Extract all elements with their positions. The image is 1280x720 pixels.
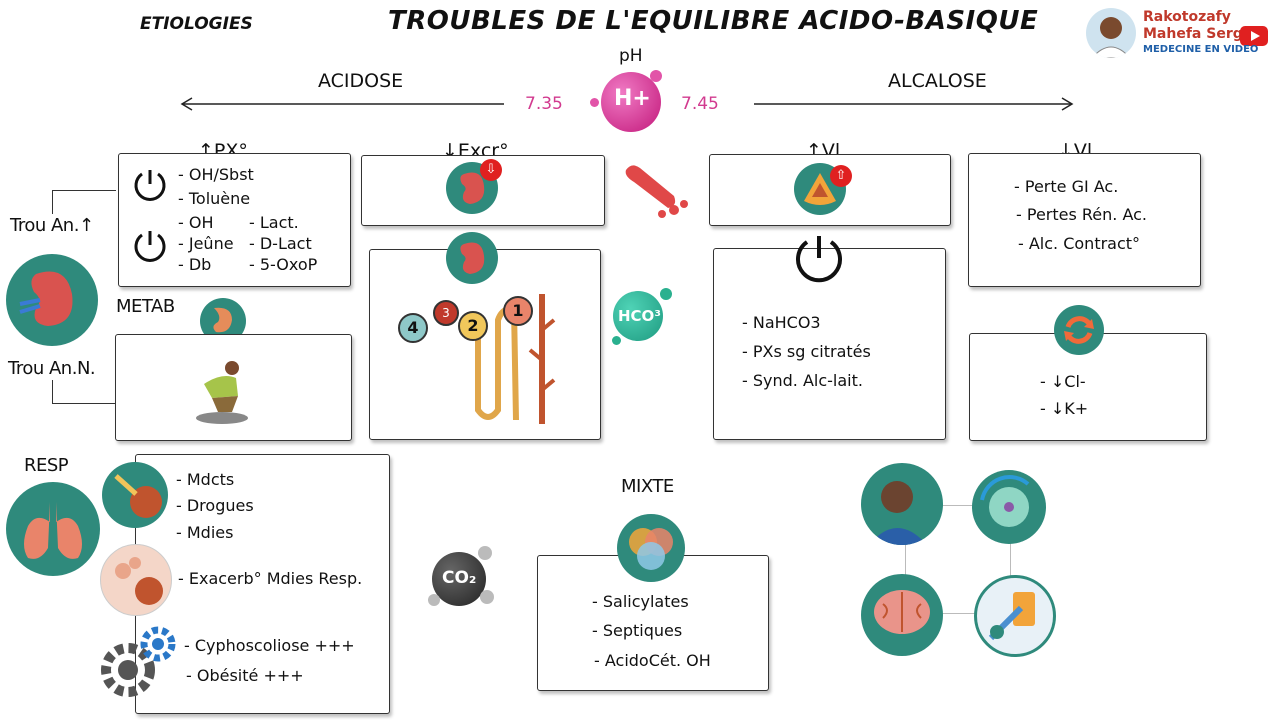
brain-icon xyxy=(861,574,943,656)
mixte-item: - AcidoCét. OH xyxy=(594,651,711,670)
etiologies-label: ETIOLOGIES xyxy=(140,14,253,34)
hco3-bubble xyxy=(660,288,672,300)
co2-label: CO₂ xyxy=(442,568,476,588)
connector xyxy=(52,190,116,191)
resp-item: - Obésité +++ xyxy=(186,666,304,685)
cl-k-item: - ↓Cl- xyxy=(1040,372,1086,391)
blood-vessel-icon xyxy=(622,160,694,222)
px-item: - Toluène xyxy=(178,189,250,208)
syringe-vial-icon xyxy=(974,575,1056,657)
resp-item: - Mdies xyxy=(176,523,233,542)
vl-up-item: - PXs sg citratés xyxy=(742,342,871,361)
nephron-marker-3: 3 xyxy=(433,300,459,326)
refresh-icon xyxy=(1054,305,1104,355)
mixte-label: MIXTE xyxy=(621,476,674,497)
nephron-marker-2: 2 xyxy=(458,311,488,341)
trou-an-up-label: Trou An.↑ xyxy=(10,215,94,236)
px-item: - D-Lact xyxy=(249,234,312,253)
marker-label: 4 xyxy=(407,318,418,337)
co2-bubble xyxy=(428,594,440,606)
resp-item: - Drogues xyxy=(176,496,254,515)
px-item: - OH/Sbst xyxy=(178,165,254,184)
h-ion-label: H+ xyxy=(614,86,651,111)
page-title: TROUBLES DE L'EQUILIBRE ACIDO-BASIQUE xyxy=(388,6,1038,36)
mixte-item: - Septiques xyxy=(592,621,682,640)
metab-label: METAB xyxy=(116,296,175,317)
resp-item: - Exacerb° Mdies Resp. xyxy=(178,569,362,588)
connector xyxy=(52,380,53,404)
trou-an-n-label: Trou An.N. xyxy=(8,358,95,379)
cell-cycle-icon xyxy=(972,470,1046,544)
resp-item: - Cyphoscoliose +++ xyxy=(184,636,355,655)
connector xyxy=(52,403,116,404)
marker-label: 2 xyxy=(467,316,478,335)
vl-down-item: - Pertes Rén. Ac. xyxy=(1016,205,1147,224)
vl-down-item: - Alc. Contract° xyxy=(1018,234,1140,253)
youtube-icon[interactable] xyxy=(1240,26,1268,46)
author-avatar xyxy=(1086,8,1136,58)
resp-item: - Mdcts xyxy=(176,470,234,489)
co2-bubble xyxy=(478,546,492,560)
cl-k-item: - ↓K+ xyxy=(1040,399,1088,418)
alcalose-label: ALCALOSE xyxy=(888,70,987,92)
h-ion-bubble xyxy=(590,98,599,107)
px-item: - 5-OxoP xyxy=(249,255,317,274)
up-arrow-badge-icon: ⇧ xyxy=(830,165,852,187)
kidney-icon xyxy=(6,254,98,346)
px-item: - Jeûne xyxy=(178,234,234,253)
co2-bubble xyxy=(480,590,494,604)
ph-high-value: 7.45 xyxy=(681,94,719,114)
ph-label: pH xyxy=(619,46,643,66)
px-item: - OH xyxy=(178,213,213,232)
connector xyxy=(52,190,53,214)
alveoli-icon xyxy=(100,544,172,616)
kidney-icon xyxy=(446,232,498,284)
marker-label: 1 xyxy=(512,301,523,320)
px-item: - Lact. xyxy=(249,213,299,232)
lungs-icon xyxy=(6,482,100,576)
sick-person-icon xyxy=(861,463,943,545)
power-down-icon xyxy=(132,166,168,202)
power-up-icon xyxy=(132,227,168,263)
bronchus-icon xyxy=(102,462,168,528)
vl-down-item: - Perte GI Ac. xyxy=(1014,177,1118,196)
acidose-label: ACIDOSE xyxy=(318,70,403,92)
marker-label: 3 xyxy=(442,306,450,320)
vl-up-item: - NaHCO3 xyxy=(742,313,821,332)
author-name-1: Rakotozafy xyxy=(1143,9,1231,25)
nephron-marker-1: 1 xyxy=(503,296,533,326)
gears-icon xyxy=(94,622,180,702)
squatting-person-icon xyxy=(192,358,252,426)
author-name-2: Mahefa Serge xyxy=(1143,26,1252,42)
px-item: - Db xyxy=(178,255,211,274)
mixte-item: - Salicylates xyxy=(592,592,689,611)
acidose-arrow xyxy=(178,96,508,112)
venn-diagram-icon xyxy=(617,514,685,582)
alcalose-arrow xyxy=(752,96,1078,112)
nephron-marker-4: 4 xyxy=(398,313,428,343)
vl-up-item: - Synd. Alc-lait. xyxy=(742,371,863,390)
down-arrow-badge-icon: ⇩ xyxy=(480,159,502,181)
h-ion-bubble xyxy=(650,70,662,82)
hco3-label: HCO³ xyxy=(618,307,661,325)
nephron-diagram xyxy=(390,290,580,430)
channel-name: MEDECINE EN VIDEO xyxy=(1143,44,1258,55)
resp-label: RESP xyxy=(24,455,68,476)
ph-low-value: 7.35 xyxy=(525,94,563,114)
hco3-bubble xyxy=(612,336,621,345)
power-icon xyxy=(792,230,846,284)
